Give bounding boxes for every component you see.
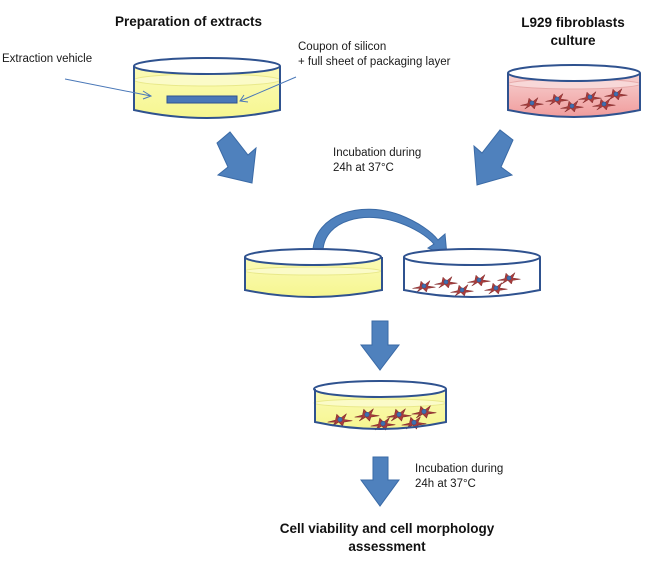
arrow-down-2 xyxy=(360,456,400,507)
incubation-label-1: Incubation during 24h at 37°C xyxy=(333,146,421,176)
fibroblast-culture-dish xyxy=(507,64,641,118)
incubation-label-1-line1: Incubation during xyxy=(333,147,422,159)
extraction-vehicle-pointer xyxy=(64,78,152,97)
coupon-label-line2: + full sheet of packaging layer xyxy=(298,56,451,68)
fibroblast-cell xyxy=(497,272,521,285)
fibroblasts-title-line2: culture xyxy=(550,33,596,48)
coupon-pointer xyxy=(239,76,297,102)
fibroblast-cell xyxy=(434,276,458,289)
cells-dish xyxy=(403,248,541,298)
fibroblast-cell xyxy=(484,282,508,295)
incubation-label-2-line1: Incubation during xyxy=(415,463,504,475)
fibroblasts-title: L929 fibroblasts culture xyxy=(510,14,636,50)
coupon-label: Coupon of silicon + full sheet of packag… xyxy=(298,40,450,70)
extraction-vehicle-label: Extraction vehicle xyxy=(2,53,93,65)
preparation-title: Preparation of extracts xyxy=(115,14,263,29)
fibroblast-cell xyxy=(412,280,436,293)
extract-dish xyxy=(244,248,383,298)
coupon-label-line1: Coupon of silicon xyxy=(298,41,387,53)
arrow-down-right xyxy=(216,131,257,184)
assessment-title-line2: assessment xyxy=(348,539,426,554)
fibroblasts-title-line1: L929 fibroblasts xyxy=(521,15,625,30)
incubation-label-2: Incubation during 24h at 37°C xyxy=(415,462,503,492)
silicon-coupon xyxy=(166,95,238,104)
incubation-label-2-line2: 24h at 37°C xyxy=(415,478,476,490)
incubation-label-1-line2: 24h at 37°C xyxy=(333,162,394,174)
assessment-title-line1: Cell viability and cell morphology xyxy=(279,521,495,536)
cells-with-extract-dish xyxy=(313,380,447,431)
extraction-dish xyxy=(133,57,281,119)
arrow-down-1 xyxy=(359,320,401,371)
assessment-title: Cell viability and cell morphology asses… xyxy=(262,520,512,556)
fibroblast-cell xyxy=(467,274,491,287)
fibroblast-cell xyxy=(450,284,474,297)
arrow-down-left xyxy=(473,129,514,186)
